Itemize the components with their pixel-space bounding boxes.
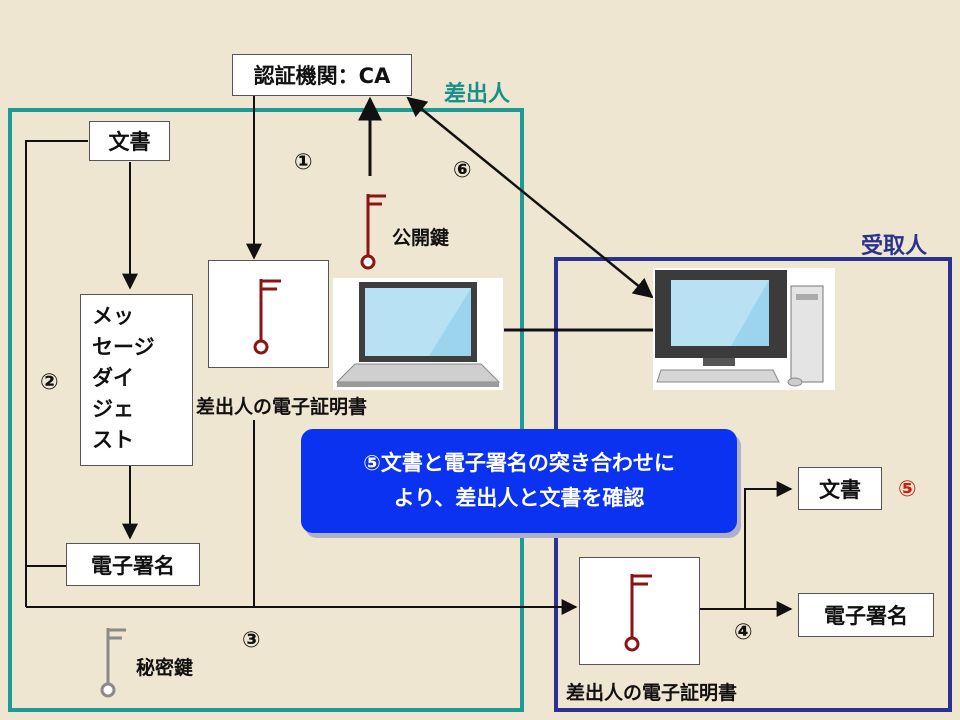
sender-region — [8, 108, 524, 712]
digest-line: ジェ — [92, 397, 134, 421]
ca-box: 認証機関：CA — [232, 54, 412, 96]
public-key-icon — [360, 194, 386, 270]
document-send-line — [25, 140, 88, 607]
digest-line: メッ — [92, 304, 134, 328]
receiver-certificate-label: 差出人の電子証明書 — [566, 682, 738, 704]
receiver-label: 受取人 — [861, 234, 928, 259]
signature-box: 電子署名 — [66, 543, 200, 586]
key-icon — [253, 279, 281, 355]
public-key-label: 公開鍵 — [392, 227, 450, 249]
digest-line: スト — [92, 428, 134, 452]
receiver-signature-label: 電子署名 — [824, 604, 908, 628]
sender-certificate-box — [208, 260, 329, 368]
laptop-icon — [333, 278, 503, 390]
ca-receiver-arrow — [406, 96, 654, 299]
private-key-label: 秘密鍵 — [136, 657, 194, 679]
step-2: ② — [40, 370, 59, 395]
receiver-signature-box: 電子署名 — [798, 593, 934, 637]
receiver-document-label: 文書 — [819, 477, 861, 502]
sender-label: 差出人 — [444, 82, 511, 107]
step-5: ⑤ — [898, 477, 917, 502]
ca-label: 認証機関：CA — [253, 64, 391, 88]
step-4: ④ — [734, 620, 753, 645]
step-6: ⑥ — [453, 158, 472, 183]
callout-line-1: ⑤文書と電子署名の突き合わせに — [363, 451, 675, 475]
desktop-computer-icon — [653, 268, 835, 390]
receiver-certificate-box — [579, 557, 700, 665]
receiver-document-box: 文書 — [798, 467, 882, 510]
message-digest-box: メッ セージ ダイ ジェ スト — [80, 294, 193, 466]
step-3: ③ — [242, 628, 261, 653]
document-box: 文書 — [89, 121, 170, 161]
digest-line: セージ — [92, 335, 155, 359]
callout-line-2: より、差出人と文書を確認 — [393, 486, 645, 510]
document-label: 文書 — [108, 130, 151, 154]
sender-certificate-label: 差出人の電子証明書 — [196, 396, 368, 418]
key-icon — [624, 574, 652, 652]
digest-line: ダイ — [92, 366, 134, 390]
signature-label: 電子署名 — [91, 553, 175, 578]
step-1: ① — [294, 150, 313, 175]
verification-callout: ⑤文書と電子署名の突き合わせに より、差出人と文書を確認 — [301, 429, 737, 533]
to-document-arrow — [744, 481, 793, 609]
private-key-icon — [100, 628, 126, 698]
